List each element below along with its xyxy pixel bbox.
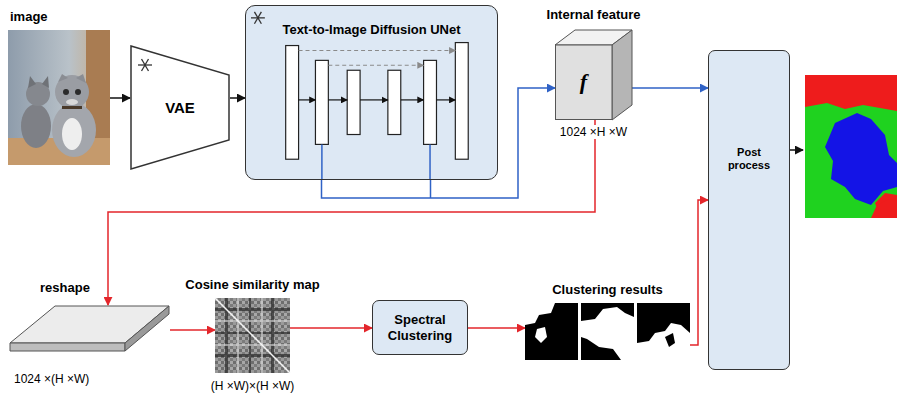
feature-node: Internal featuref1024 ×H ×W: [555, 30, 632, 120]
matrix-node: Cosine similarity map(H ×W)×(H ×W): [215, 298, 290, 373]
feature-symbol: f: [580, 69, 587, 95]
dimension-label: 1024 ×(H ×W): [12, 372, 91, 386]
feature-cube: [555, 30, 632, 120]
dimension-label: 1024 ×H ×W: [558, 125, 629, 139]
feature-wire: [430, 180, 432, 198]
segmentation-map: [805, 75, 897, 218]
connector: [110, 97, 130, 99]
feature-label: Internal feature: [547, 7, 641, 22]
connector: [290, 327, 372, 329]
connector: [690, 200, 708, 345]
process-label: Spectral Clustering: [379, 312, 461, 344]
similarity-matrix: [215, 298, 290, 373]
output-arrow: [790, 149, 803, 151]
frozen-icon: [251, 12, 265, 24]
process-box: Post process: [708, 50, 790, 370]
input-image: image: [8, 30, 110, 165]
connector: [230, 97, 245, 99]
connector: [170, 329, 215, 331]
cluster-masks: [525, 303, 690, 360]
results-label: Clustering results: [552, 282, 663, 297]
step-label: reshape: [40, 280, 90, 295]
panel-title: Text-to-Image Diffusion UNet: [282, 22, 460, 37]
frozen-icon: [138, 59, 152, 71]
results-node: Clustering results: [525, 303, 690, 360]
encoder-block: VAE: [130, 45, 230, 170]
connector: [468, 327, 525, 329]
connector: [632, 87, 708, 89]
cat-photo: [8, 30, 110, 165]
block-label: VAE: [165, 99, 195, 116]
matrix-label: Cosine similarity map: [185, 277, 319, 292]
feature-slab: [10, 305, 170, 352]
process-label: Post process: [723, 146, 775, 172]
reshape-node: reshape1024 ×(H ×W): [10, 305, 170, 352]
process-box: Spectral Clustering: [372, 300, 468, 355]
unet-panel: Text-to-Image Diffusion UNet: [245, 5, 498, 180]
image-label: image: [10, 9, 48, 24]
dimension-label: (H ×W)×(H ×W): [209, 379, 297, 393]
